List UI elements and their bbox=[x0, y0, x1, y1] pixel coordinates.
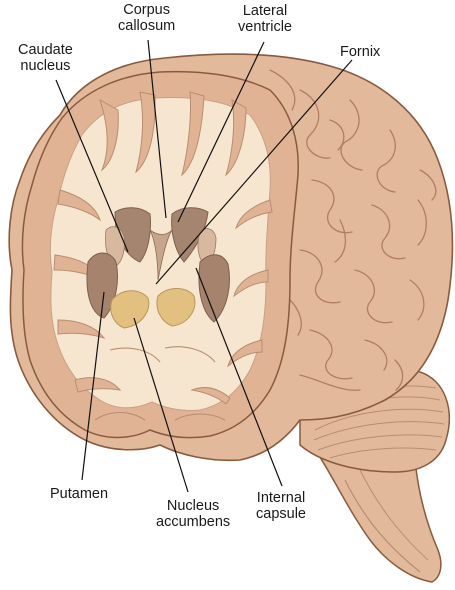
label-caudate-nucleus: Caudate nucleus bbox=[18, 42, 73, 74]
leader-putamen bbox=[81, 291, 105, 481]
leader-fornix bbox=[155, 59, 353, 285]
label-nucleus-accumbens: Nucleus accumbens bbox=[156, 498, 231, 530]
label-corpus-callosum: Corpus callosum bbox=[118, 2, 176, 34]
leader-nucleus-accumbens bbox=[133, 317, 189, 493]
label-lateral-ventricle: Lateral ventricle bbox=[238, 3, 292, 35]
leader-caudate-nucleus bbox=[55, 79, 129, 253]
leader-lateral-ventricle bbox=[177, 41, 265, 223]
nucleus-accumbens-right bbox=[156, 288, 196, 327]
label-putamen: Putamen bbox=[50, 486, 109, 502]
nucleus-accumbens-left bbox=[110, 290, 150, 329]
label-fornix: Fornix bbox=[340, 44, 381, 60]
putamen-right bbox=[198, 254, 230, 323]
leader-corpus-callosum bbox=[147, 39, 167, 219]
fornix-structure bbox=[149, 229, 173, 281]
leader-internal-capsule bbox=[195, 267, 283, 487]
label-internal-capsule: Internal capsule bbox=[256, 490, 306, 522]
putamen-left bbox=[86, 252, 118, 319]
